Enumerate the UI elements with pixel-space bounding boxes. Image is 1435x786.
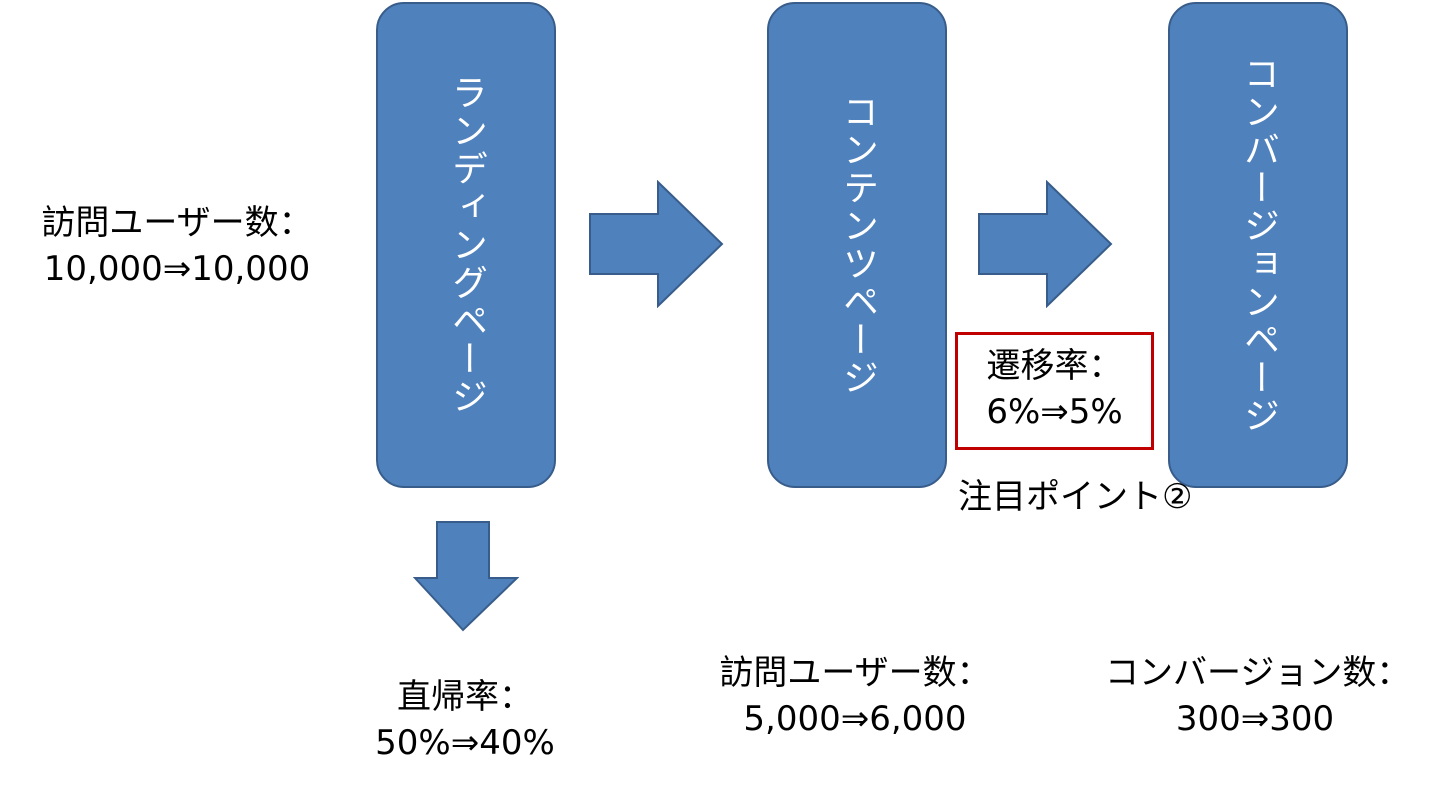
transition-rate-label: 遷移率： 6%⇒5% xyxy=(955,343,1154,435)
arrow-down-icon xyxy=(413,521,519,632)
visitors-content-label: 訪問ユーザー数： 5,000⇒6,000 xyxy=(705,650,1005,742)
content-page-box: コンテンツページ xyxy=(767,2,947,488)
arrow-right-icon xyxy=(978,180,1113,308)
visitors-content-title: 訪問ユーザー数： xyxy=(719,653,991,693)
landing-page-box: ランディングページ xyxy=(376,2,556,488)
transition-highlight-box xyxy=(955,332,1154,450)
transition-rate-value: 6%⇒5% xyxy=(986,392,1123,432)
conversion-page-box: コンバージョンページ xyxy=(1168,2,1348,488)
content-page-label: コンテンツページ xyxy=(837,93,878,397)
bounce-rate-label: 直帰率： 50%⇒40% xyxy=(330,674,600,766)
visitors-start-title: 訪問ユーザー数： xyxy=(41,203,313,243)
conversions-title: コンバージョン数： xyxy=(1105,653,1411,693)
conversions-value: 300⇒300 xyxy=(1175,699,1335,739)
focus-point-note: 注目ポイント② xyxy=(958,477,1193,517)
landing-page-label: ランディングページ xyxy=(446,74,487,416)
transition-rate-title: 遷移率： xyxy=(986,346,1123,386)
bounce-rate-title: 直帰率： xyxy=(397,677,533,717)
bounce-rate-value: 50%⇒40% xyxy=(375,723,555,763)
arrow-right-icon xyxy=(589,180,724,308)
conversion-page-label: コンバージョンページ xyxy=(1238,55,1279,435)
visitors-start-label: 訪問ユーザー数： 10,000⇒10,000 xyxy=(22,200,332,292)
conversions-label: コンバージョン数： 300⇒300 xyxy=(1105,650,1411,742)
visitors-start-value: 10,000⇒10,000 xyxy=(43,249,311,289)
visitors-content-value: 5,000⇒6,000 xyxy=(743,699,967,739)
